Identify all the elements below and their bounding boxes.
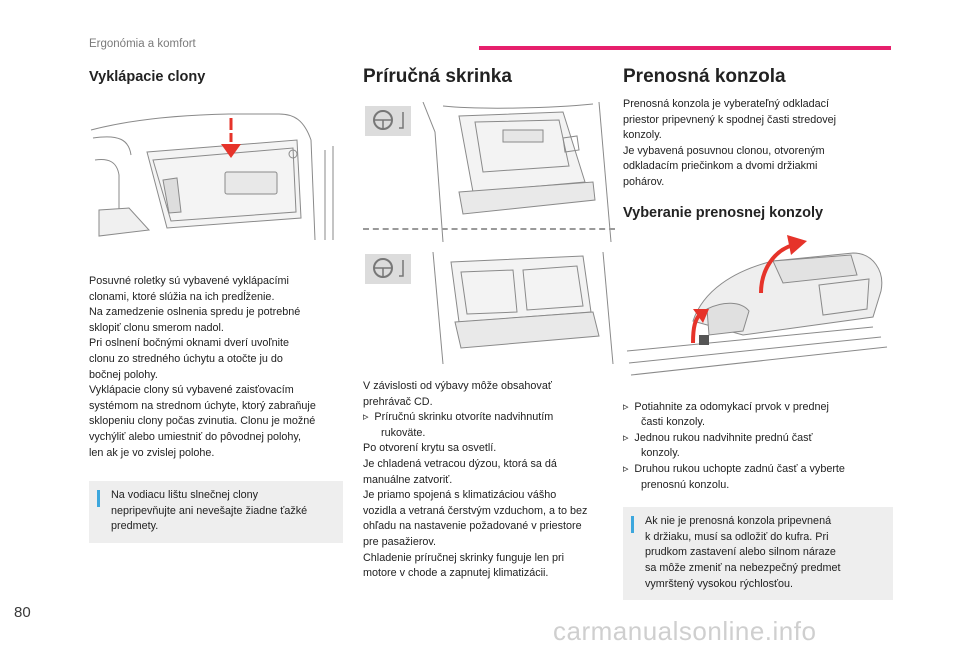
text-line: Posuvné roletky sú vybavené vyklápacími — [89, 275, 289, 287]
sun-visor-drawing — [90, 113, 334, 241]
text-line: ohľadu na nastavenie požadované v priest… — [363, 520, 582, 533]
note-line: sa môže zmeniť na nebezpečný predmet — [645, 561, 841, 574]
section-title: Vyklápacie clony — [89, 69, 206, 85]
glovebox-open-drawing — [365, 251, 614, 365]
bullet-arrow-icon: ▹ — [623, 431, 635, 444]
text-line: V závislosti od výbavy môže obsahovať — [363, 380, 552, 392]
note-line: predmety. — [111, 520, 159, 533]
console-steps: ▹ Potiahnite za odomykací prvok v predne… — [623, 400, 893, 494]
column-sun-visors: Vyklápacie clony Posuvn — [89, 66, 343, 543]
section-header: Ergonómia a komfort — [89, 38, 196, 50]
text-line: bočnej polohy. — [89, 368, 158, 381]
console-illustration — [623, 230, 893, 379]
text-line: Prenosná konzola je vyberateľný odkladac… — [623, 98, 830, 110]
note-line: vymrštený vysokou rýchlosťou. — [645, 577, 794, 590]
watermark: carmanualsonline.info — [553, 616, 817, 646]
text-line: pohárov. — [623, 175, 665, 188]
subsection-title: Vyberanie prenosnej konzoly — [623, 204, 824, 221]
bullet-item: ▹ Potiahnite za odomykací prvok v predne… — [623, 400, 829, 429]
text-line: len ak je vo zvislej polohe. — [89, 446, 215, 459]
text-line: Vyklápacie clony sú vybavené zaisťovacím — [89, 384, 294, 397]
red-arrow-icon — [691, 308, 709, 343]
section-title: Príručná skrinka — [363, 66, 512, 87]
text-line: Po otvorení krytu sa osvetlí. — [363, 442, 497, 455]
text-line: priestor pripevnený k spodnej časti stre… — [623, 113, 837, 126]
info-bar-icon — [631, 516, 634, 534]
text-line: clonami, ktoré slúžia na ich predĺženie. — [89, 290, 275, 303]
bullet-arrow-icon: ▹ — [623, 400, 635, 413]
info-bar-icon — [97, 490, 100, 508]
bullet-item: ▹ Druhou rukou uchopte zadnú časť a vybe… — [623, 462, 845, 491]
text-line: manuálne zatvoriť. — [363, 473, 453, 486]
note-line: Ak nie je prenosná konzola pripevnená — [645, 515, 832, 528]
text-line: prehrávač CD. — [363, 395, 433, 408]
text-line: motore v chode a zapnutej klimatizácii. — [363, 567, 549, 580]
bullet-arrow-icon: ▹ — [623, 462, 635, 475]
text-line: systémom na strednom úchyte, ktorý zabra… — [89, 399, 316, 412]
text-line: vozidla a vetraná čerstvým vzduchom, a t… — [363, 504, 588, 517]
text-line: Na zamedzenie oslnenia spredu je potrebn… — [89, 306, 301, 319]
text-line: sklopeniu clony počas zvinutia. Clonu je… — [89, 415, 316, 428]
red-arrow-icon — [221, 118, 241, 158]
text-line: Je chladená vetracou dýzou, ktorá sa dá — [363, 457, 557, 470]
steering-wheel-icon — [365, 106, 411, 136]
warning-note: Na vodiacu lištu slnečnej clony nepripev… — [89, 481, 343, 543]
column-portable-console: Prenosná konzola Prenosná konzola je vyb… — [623, 66, 893, 601]
illustration-divider — [363, 228, 615, 230]
console-text: Prenosná konzola je vyberateľný odkladac… — [623, 97, 893, 191]
text-line: Je priamo spojená s klimatizáciou vášho — [363, 489, 557, 502]
glovebox-illustration-bottom — [363, 251, 615, 365]
steering-wheel-icon — [365, 254, 411, 284]
header-accent-bar — [479, 46, 891, 50]
text-line: pre pasažierov. — [363, 535, 437, 548]
text-line: clonu zo stredného úchytu a otočte ju do — [89, 352, 283, 365]
bullet-arrow-icon: ▹ — [363, 411, 375, 424]
sun-visor-illustration — [89, 100, 343, 243]
text-line: vychýliť alebo umiestniť do pôvodnej pol… — [89, 430, 301, 443]
text-line: sklopiť clonu smerom nadol. — [89, 321, 224, 334]
text-line: Chladenie príručnej skrinky funguje len … — [363, 551, 565, 564]
note-line: nepripevňujte ani nevešajte žiadne ťažké — [111, 504, 308, 517]
column-glovebox: Príručná skrinka — [363, 66, 615, 582]
page-number: 80 — [14, 604, 31, 621]
note-line: k držiaku, musí sa odložiť do kufra. Pri — [645, 530, 829, 543]
section-title: Prenosná konzola — [623, 66, 786, 87]
glovebox-illustration-top — [363, 101, 615, 243]
text-line: Je vybavená posuvnou clonou, otvoreným — [623, 144, 825, 157]
text-line: Pri oslnení bočnými oknami dverí uvoľnit… — [89, 337, 289, 350]
sun-visor-text: Posuvné roletky sú vybavené vyklápacími … — [89, 274, 343, 461]
text-line: konzoly. — [623, 129, 662, 142]
note-line: prudkom zastavení alebo silnom náraze — [645, 546, 836, 559]
console-drawing — [626, 234, 888, 376]
glovebox-closed-drawing — [365, 101, 612, 243]
warning-note: Ak nie je prenosná konzola pripevnená k … — [623, 507, 893, 601]
text-line: odkladacím priečinkom a dvomi držiakmi — [623, 160, 818, 173]
glovebox-text: V závislosti od výbavy môže obsahovať pr… — [363, 379, 615, 582]
red-arrow-icon — [759, 234, 807, 293]
note-line: Na vodiacu lištu slnečnej clony — [111, 489, 259, 502]
